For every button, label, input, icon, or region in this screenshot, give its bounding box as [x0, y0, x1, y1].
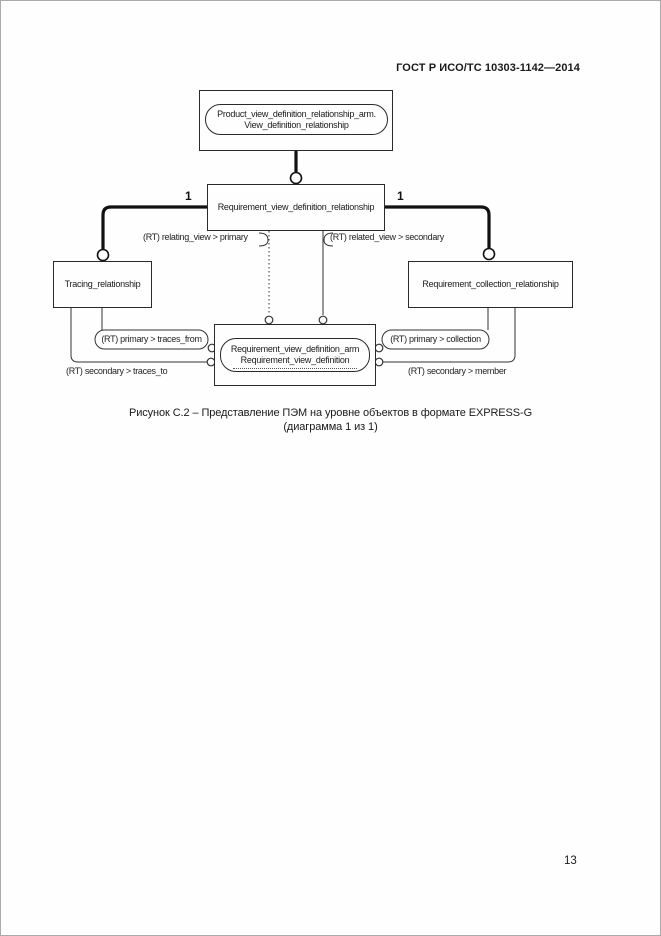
thick-connectors: [101, 151, 491, 249]
figure-caption: Рисунок С.2 – Представление ПЭМ на уровн…: [0, 406, 661, 434]
label-bracket-relating: [258, 232, 269, 247]
connector-middle-to-collection: [385, 205, 491, 248]
cardinality-left: 1: [185, 189, 192, 203]
label-frame-traces-from: [94, 329, 209, 350]
thin-connectors: [70, 231, 516, 363]
cardinality-right: 1: [397, 189, 404, 203]
thick-connector-circles: [96, 171, 496, 262]
circle-relating-view: [264, 315, 274, 325]
connector-member: [383, 307, 516, 363]
node-label-line1: Product_view_definition_relationship_arm…: [217, 108, 376, 119]
edge-label-relating-view: (RT) relating_view > primary: [143, 232, 248, 242]
circle-collection: [374, 343, 384, 353]
node-requirement-collection-relationship: Requirement_collection_relationship: [408, 261, 573, 308]
edge-label-related-view: (RT) related_view > secondary: [330, 232, 444, 242]
node-label: Tracing_relationship: [64, 279, 141, 289]
circle-terminal-left: [96, 248, 110, 262]
entity-dotted-separator: [232, 368, 358, 369]
circle-related-view: [318, 315, 328, 325]
node-product-view-entity: Product_view_definition_relationship_arm…: [205, 104, 388, 135]
label-frame-collection: [381, 329, 490, 350]
circle-terminal-right: [482, 247, 496, 261]
document-header: ГОСТ Р ИСО/ТС 10303-1142—2014: [396, 62, 580, 74]
connector-middle-to-tracing: [101, 205, 207, 249]
edge-label-traces-to: (RT) secondary > traces_to: [66, 366, 168, 376]
circle-member: [374, 357, 384, 367]
circle-terminal-top: [289, 171, 303, 185]
node-requirement-view-relationship: Requirement_view_definition_relationship: [207, 184, 385, 231]
connector-traces-to: [70, 308, 207, 363]
node-label-line2: View_definition_relationship: [244, 119, 349, 130]
edge-label-member: (RT) secondary > member: [408, 366, 507, 376]
figure-caption-line1: Рисунок С.2 – Представление ПЭМ на уровн…: [128, 407, 533, 419]
node-label: Requirement_view_definition_relationship: [217, 202, 375, 212]
node-label-line2: Requirement_view_definition: [240, 355, 350, 365]
node-requirement-view-definition-entity: Requirement_view_definition_arm Requirem…: [220, 338, 370, 372]
node-tracing-relationship: Tracing_relationship: [53, 261, 152, 308]
node-label: Requirement_collection_relationship: [422, 279, 559, 289]
edge-label-collection: (RT) primary > collection: [390, 334, 481, 344]
node-label-line1: Requirement_view_definition_arm: [230, 344, 360, 354]
edge-label-traces-from: (RT) primary > traces_from: [101, 334, 202, 344]
label-bracket-related: [323, 232, 334, 247]
figure-caption-line2: (диаграмма 1 из 1): [283, 421, 378, 433]
page-number: 13: [564, 855, 577, 867]
